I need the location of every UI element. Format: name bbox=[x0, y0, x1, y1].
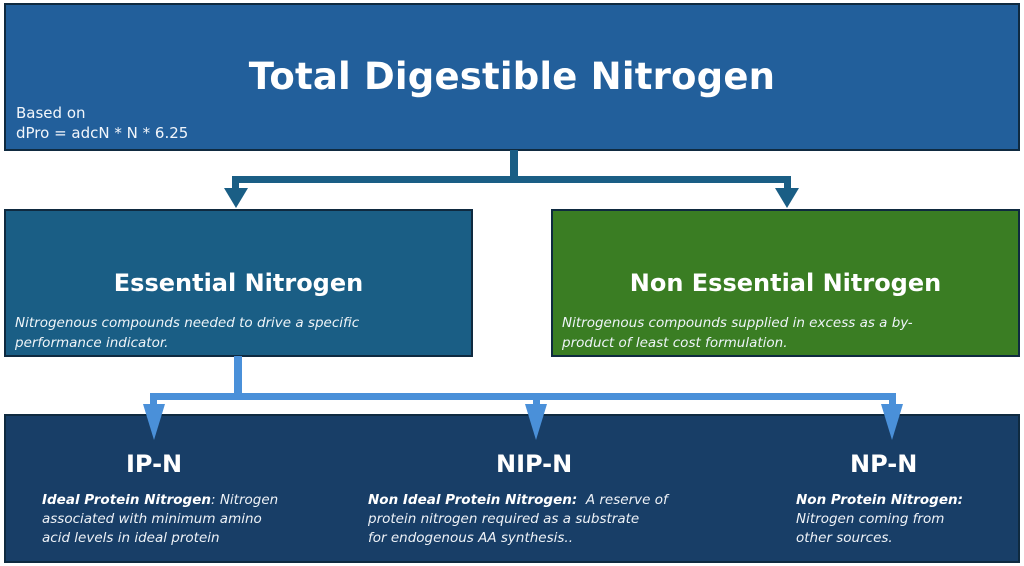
formula-note: Based on dPro = adcN * N * 6.25 bbox=[16, 103, 188, 143]
leaf-title-np-n: NP-N bbox=[850, 450, 918, 478]
formula-note-line1: Based on bbox=[16, 104, 86, 122]
leaf-ip-n: IP-N Ideal Protein Nitrogen: Nitrogen as… bbox=[42, 416, 342, 561]
essential-desc-line1: Nitrogenous compounds needed to drive a … bbox=[15, 315, 360, 331]
leaf-nip-n: NIP-N Non Ideal Protein Nitrogen: A rese… bbox=[368, 416, 708, 561]
essential-nitrogen-description: Nitrogenous compounds needed to drive a … bbox=[15, 313, 461, 353]
leaf-term-np-n: Non Protein Nitrogen: bbox=[796, 492, 963, 508]
essential-nitrogen-title: Essential Nitrogen bbox=[113, 269, 364, 297]
leaf-np-n: NP-N Non Protein Nitrogen: Nitrogen comi… bbox=[796, 416, 1016, 561]
non-essential-nitrogen-description: Nitrogenous compounds supplied in excess… bbox=[562, 313, 1008, 353]
essential-nitrogen-box: Essential Nitrogen Nitrogenous compounds… bbox=[4, 209, 473, 357]
non-essential-desc-line1: Nitrogenous compounds supplied in excess… bbox=[562, 315, 913, 331]
leaf-title-ip-n: IP-N bbox=[126, 450, 183, 478]
leaf-term-nip-n: Non Ideal Protein Nitrogen: bbox=[368, 492, 578, 508]
formula-note-line2: dPro = adcN * N * 6.25 bbox=[16, 124, 189, 142]
essential-breakdown-box: IP-N Ideal Protein Nitrogen: Nitrogen as… bbox=[4, 414, 1020, 563]
total-digestible-nitrogen-box: Total Digestible Nitrogen Based on dPro … bbox=[4, 3, 1020, 151]
top-level-connector bbox=[224, 150, 799, 208]
arrow-down-icon bbox=[224, 188, 248, 208]
non-essential-nitrogen-title: Non Essential Nitrogen bbox=[629, 269, 942, 297]
leaf-desc-ip-n: Ideal Protein Nitrogen: Nitrogen associa… bbox=[42, 492, 279, 546]
leaf-term-ip-n: Ideal Protein Nitrogen bbox=[42, 492, 211, 508]
top-title: Total Digestible Nitrogen bbox=[248, 55, 776, 98]
arrow-down-icon bbox=[775, 188, 799, 208]
non-essential-desc-line2: product of least cost formulation. bbox=[562, 335, 788, 351]
leaf-desc-nip-n: Non Ideal Protein Nitrogen: A reserve of… bbox=[368, 492, 668, 546]
non-essential-nitrogen-box: Non Essential Nitrogen Nitrogenous compo… bbox=[551, 209, 1020, 357]
leaf-title-nip-n: NIP-N bbox=[496, 450, 573, 478]
leaf-desc-np-n: Non Protein Nitrogen: Nitrogen coming fr… bbox=[796, 492, 963, 546]
essential-desc-line2: performance indicator. bbox=[15, 335, 169, 351]
